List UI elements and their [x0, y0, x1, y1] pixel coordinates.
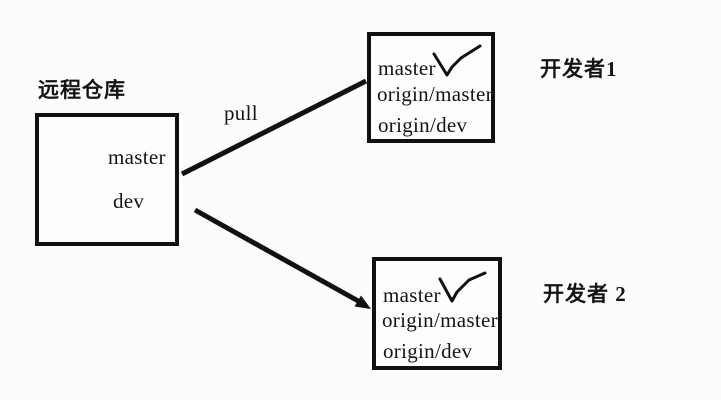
remote-repo-title: 远程仓库	[38, 78, 126, 102]
developer1-label: 开发者1	[540, 57, 618, 81]
checkmark-icon	[432, 44, 482, 77]
pull-line-dev1	[180, 78, 368, 177]
checkmark-icon	[438, 271, 487, 303]
remote-repo-box: master dev	[35, 113, 179, 246]
developer1-box: master origin/master origin/dev	[367, 32, 495, 143]
dev1-branch-origin-dev: origin/dev	[378, 113, 468, 137]
pull-line-dev2	[193, 207, 362, 305]
dev2-branch-master: master	[383, 283, 441, 307]
dev2-branch-origin-master: origin/master	[382, 308, 498, 332]
remote-branch-master: master	[108, 145, 166, 169]
dev1-branch-origin-master: origin/master	[377, 82, 493, 106]
dev2-branch-origin-dev: origin/dev	[383, 339, 473, 363]
developer2-label: 开发者 2	[543, 282, 627, 306]
remote-branch-dev: dev	[113, 189, 145, 213]
pull-edge-label: pull	[224, 101, 258, 125]
developer2-box: master origin/master origin/dev	[372, 257, 502, 370]
dev1-branch-master: master	[378, 56, 436, 80]
arrowhead-icon	[354, 295, 371, 309]
